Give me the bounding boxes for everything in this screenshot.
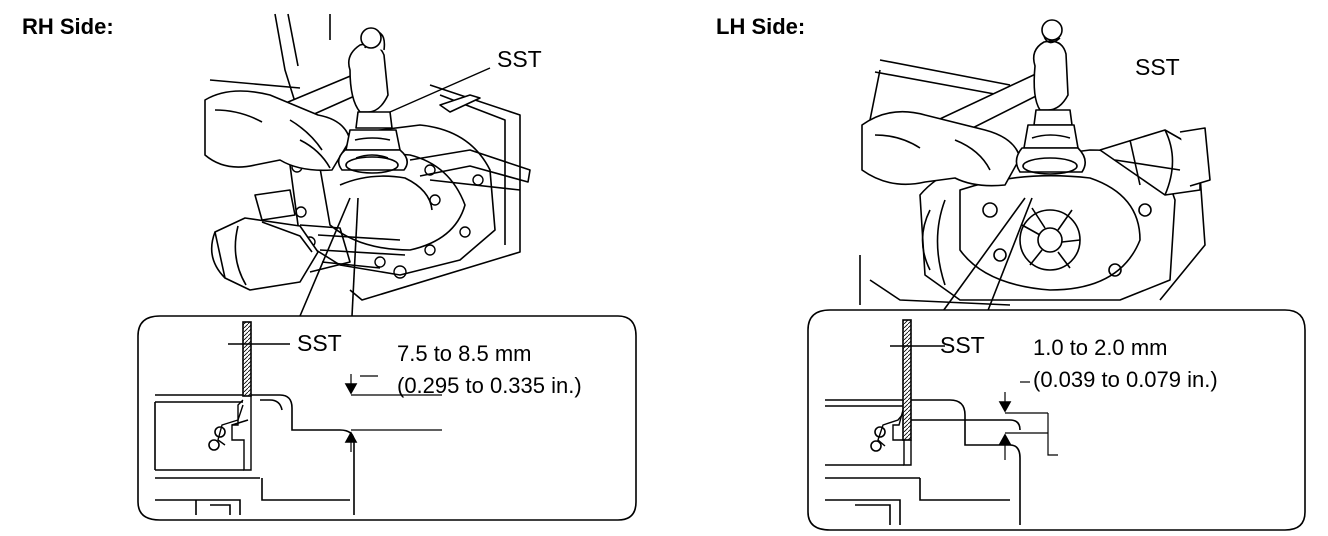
lh-illustration — [859, 19, 1211, 319]
rh-sst-leader — [389, 67, 491, 113]
lh-sst-label: SST — [1135, 54, 1180, 80]
lh-detail-sst-label: SST — [940, 332, 985, 358]
rh-detail-box — [137, 315, 637, 521]
lh-spec-mm: 1.0 to 2.0 mm — [1033, 335, 1168, 360]
rh-side-title: RH Side: — [22, 14, 114, 39]
lh-side-title: LH Side: — [716, 14, 806, 39]
rh-sst-label: SST — [497, 46, 542, 72]
lh-detail-box — [807, 309, 1306, 531]
rh-illustration — [204, 13, 531, 317]
rh-spec-mm: 7.5 to 8.5 mm — [397, 341, 532, 366]
lh-spec-in: (0.039 to 0.079 in.) — [1033, 367, 1218, 392]
rh-detail-sst-label: SST — [297, 330, 342, 356]
rh-spec-in: (0.295 to 0.335 in.) — [397, 373, 582, 398]
